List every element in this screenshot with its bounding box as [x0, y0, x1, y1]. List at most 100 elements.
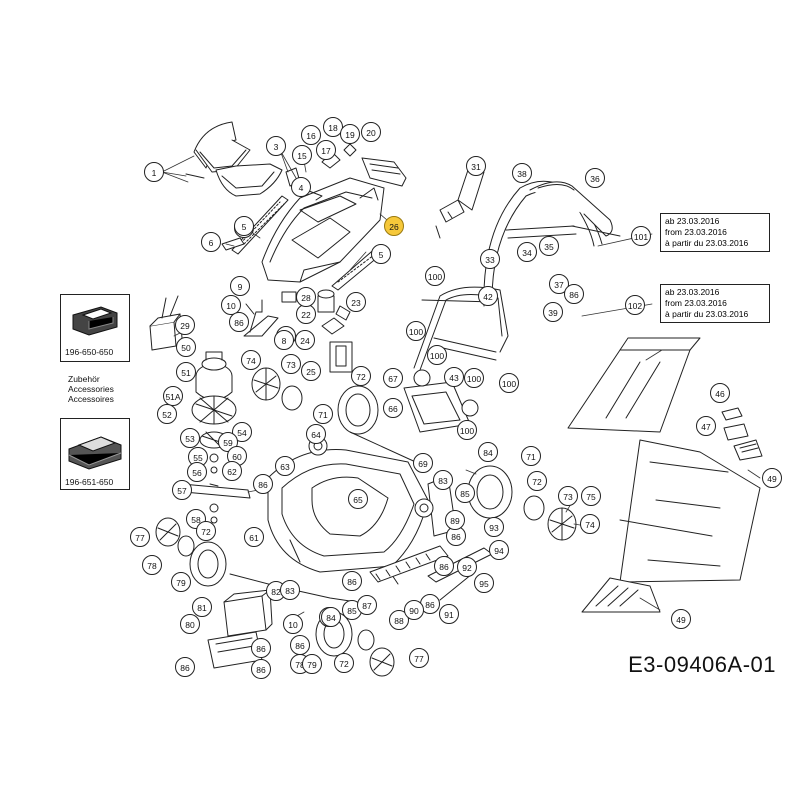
callout-16: 16 — [301, 125, 321, 145]
label-plate-part — [221, 237, 245, 251]
callout-71: 71 — [521, 446, 541, 466]
callout-100: 100 — [457, 420, 477, 440]
callout-85: 85 — [455, 483, 475, 503]
callout-9: 9 — [230, 276, 250, 296]
callout-10: 10 — [283, 614, 303, 634]
callout-5: 5 — [371, 244, 391, 264]
callout-69: 69 — [413, 453, 433, 473]
callout-49: 49 — [762, 468, 782, 488]
note-101-de: ab 23.03.2016 — [665, 216, 720, 226]
callout-93: 93 — [484, 517, 504, 537]
note-102: ab 23.03.2016 from 23.03.2016 à partir d… — [660, 284, 770, 323]
motor-assembly-part — [181, 351, 251, 524]
upper-housing-part — [261, 177, 385, 283]
battery-cover-part — [185, 121, 283, 197]
callout-51A: 51A — [163, 386, 183, 406]
callout-81: 81 — [192, 597, 212, 617]
callout-83: 83 — [433, 470, 453, 490]
callout-4: 4 — [291, 177, 311, 197]
callout-6: 6 — [201, 232, 221, 252]
callout-80: 80 — [180, 614, 200, 634]
callout-31: 31 — [466, 156, 486, 176]
callout-73: 73 — [281, 354, 301, 374]
callout-17: 17 — [316, 140, 336, 160]
callout-1: 1 — [144, 162, 164, 182]
callout-35: 35 — [539, 236, 559, 256]
callout-33: 33 — [480, 249, 500, 269]
note-102-fr: à partir du 23.03.2016 — [665, 309, 749, 319]
callout-86: 86 — [253, 474, 273, 494]
battery-icon — [72, 306, 118, 336]
catcher-latch-part — [721, 407, 763, 461]
callout-72: 72 — [334, 653, 354, 673]
callout-100: 100 — [464, 368, 484, 388]
callout-91: 91 — [439, 604, 459, 624]
callout-86: 86 — [251, 659, 271, 679]
accessories-heading: Zubehör Accessories Accessoires — [68, 374, 114, 404]
note-102-en: from 23.03.2016 — [665, 298, 727, 308]
callout-46: 46 — [710, 383, 730, 403]
callout-86: 86 — [229, 312, 249, 332]
document-code: E3-09406A-01 — [628, 652, 776, 677]
callout-62: 62 — [222, 461, 242, 481]
callout-77: 77 — [130, 527, 150, 547]
callout-23: 23 — [346, 292, 366, 312]
callout-100: 100 — [427, 345, 447, 365]
callout-52: 52 — [157, 404, 177, 424]
callout-38: 38 — [512, 163, 532, 183]
callout-84: 84 — [321, 607, 341, 627]
callout-78: 78 — [142, 555, 162, 575]
callout-39: 39 — [543, 302, 563, 322]
callout-56: 56 — [187, 462, 207, 482]
callout-5: 5 — [234, 216, 254, 236]
callout-90: 90 — [404, 600, 424, 620]
callout-57: 57 — [172, 480, 192, 500]
accessories-heading-en: Accessories — [68, 384, 114, 394]
grass-catcher-part — [567, 337, 761, 613]
callout-61: 61 — [244, 527, 264, 547]
callout-75: 75 — [581, 486, 601, 506]
callout-89: 89 — [445, 510, 465, 530]
callout-86: 86 — [290, 635, 310, 655]
callout-10: 10 — [221, 295, 241, 315]
callout-72: 72 — [527, 471, 547, 491]
callout-50: 50 — [176, 337, 196, 357]
callout-34: 34 — [517, 242, 537, 262]
callout-77: 77 — [409, 648, 429, 668]
callout-72: 72 — [196, 521, 216, 541]
charger-accessory-frame: 196-651-650 — [60, 418, 130, 490]
callout-19: 19 — [340, 124, 360, 144]
callout-86: 86 — [342, 571, 362, 591]
callout-67: 67 — [383, 368, 403, 388]
callout-94: 94 — [489, 540, 509, 560]
callout-95: 95 — [474, 573, 494, 593]
accessories-heading-de: Zubehör — [68, 374, 100, 384]
callout-71: 71 — [313, 404, 333, 424]
callout-87: 87 — [357, 595, 377, 615]
hubcap-part — [155, 367, 577, 677]
callout-66: 66 — [383, 398, 403, 418]
callout-86: 86 — [434, 556, 454, 576]
note-101-fr: à partir du 23.03.2016 — [665, 238, 749, 248]
callout-86: 86 — [175, 657, 195, 677]
callout-92: 92 — [457, 557, 477, 577]
callout-36: 36 — [585, 168, 605, 188]
note-102-de: ab 23.03.2016 — [665, 287, 720, 297]
callout-29: 29 — [175, 315, 195, 335]
callout-25: 25 — [301, 361, 321, 381]
callout-47: 47 — [696, 416, 716, 436]
callout-3: 3 — [266, 136, 286, 156]
callout-74: 74 — [580, 514, 600, 534]
callout-65: 65 — [348, 489, 368, 509]
callout-86: 86 — [564, 284, 584, 304]
charger-icon — [68, 436, 122, 470]
callout-63: 63 — [275, 456, 295, 476]
callout-83: 83 — [280, 580, 300, 600]
callout-64: 64 — [306, 424, 326, 444]
callout-86: 86 — [251, 638, 271, 658]
callout-84: 84 — [478, 442, 498, 462]
callout-28: 28 — [296, 287, 316, 307]
callout-73: 73 — [558, 486, 578, 506]
